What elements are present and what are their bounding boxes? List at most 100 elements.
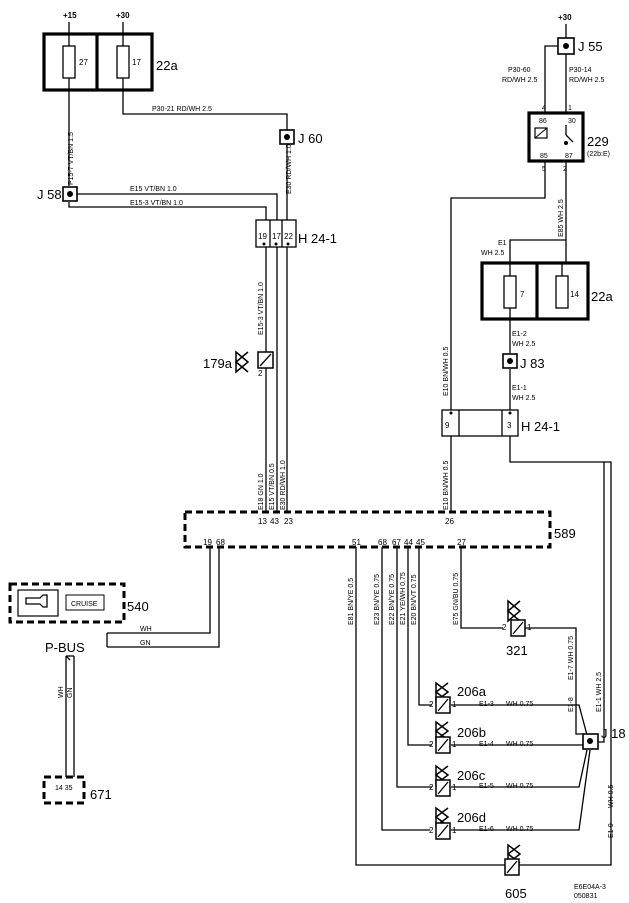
relay-229: 86 30 85 87 4 1 5 2 229 (22b:E)	[527, 105, 610, 173]
fuse-box-top-label: 22a	[156, 58, 178, 73]
svg-text:1: 1	[452, 826, 457, 835]
svg-text:E81 BN/YE 0.5: E81 BN/YE 0.5	[348, 578, 355, 625]
engine-icon	[25, 594, 48, 608]
power-plus30-right: +30	[558, 13, 572, 22]
svg-text:14: 14	[570, 290, 579, 299]
connector-h24-right: 9 3 H 24-1	[441, 409, 560, 437]
svg-text:17: 17	[272, 232, 281, 241]
svg-text:J 18: J 18	[601, 726, 626, 741]
svg-text:GN: GN	[140, 640, 151, 647]
svg-text:E23 BN/YE 0.75: E23 BN/YE 0.75	[374, 574, 381, 625]
svg-text:605: 605	[505, 886, 527, 901]
svg-text:2: 2	[429, 783, 434, 792]
svg-text:P30-14: P30-14	[569, 67, 592, 74]
svg-text:E85 WH 2.5: E85 WH 2.5	[558, 199, 565, 237]
svg-text:2: 2	[258, 369, 263, 378]
svg-text:44: 44	[404, 538, 413, 547]
svg-text:H 24-1: H 24-1	[298, 231, 337, 246]
valve-206d: 2 1 206d	[429, 806, 486, 840]
svg-text:5: 5	[542, 166, 546, 173]
svg-text:27: 27	[457, 538, 466, 547]
svg-text:67: 67	[392, 538, 401, 547]
svg-text:9: 9	[445, 421, 450, 430]
svg-text:WH 2.5: WH 2.5	[512, 341, 535, 348]
svg-text:85: 85	[540, 153, 548, 160]
svg-text:E1-1: E1-1	[512, 385, 527, 392]
footer-code-1: E6E04A-3	[574, 884, 606, 891]
svg-text:45: 45	[416, 538, 425, 547]
svg-text:WH 0.75: WH 0.75	[506, 701, 533, 708]
svg-text:P-BUS: P-BUS	[45, 640, 85, 655]
svg-text:E1-3: E1-3	[479, 701, 494, 708]
svg-text:RD/WH 2.5: RD/WH 2.5	[569, 77, 605, 84]
svg-text:1: 1	[452, 740, 457, 749]
svg-text:E30 RD/WH 1.0: E30 RD/WH 1.0	[280, 460, 287, 510]
svg-text:51: 51	[352, 538, 361, 547]
valve-179a: 2 179a	[203, 350, 274, 378]
svg-text:WH 2.5: WH 2.5	[481, 250, 504, 257]
svg-text:RD/WH 2.5: RD/WH 2.5	[502, 77, 538, 84]
svg-text:2: 2	[429, 826, 434, 835]
svg-text:86: 86	[539, 118, 547, 125]
svg-text:206b: 206b	[457, 725, 486, 740]
svg-text:E1-7 WH 0.75: E1-7 WH 0.75	[568, 636, 575, 680]
svg-text:22: 22	[284, 232, 293, 241]
control-module-589: 13 43 23 26 19 68 51 68 67 44 45 27 589	[183, 510, 576, 549]
footer-code-2: 050831	[574, 893, 597, 900]
svg-text:J 83: J 83	[520, 356, 545, 371]
svg-text:2: 2	[563, 166, 567, 173]
svg-text:E1-6: E1-6	[479, 826, 494, 833]
fuse-27-label: 27	[79, 58, 88, 67]
svg-text:1: 1	[452, 783, 457, 792]
svg-text:22a: 22a	[591, 289, 613, 304]
svg-text:1: 1	[452, 700, 457, 709]
svg-text:4: 4	[542, 105, 546, 112]
fuse-box-top: 27 17 22a	[42, 32, 178, 92]
valve-206b: 2 1 206b	[429, 720, 486, 754]
valve-206c: 2 1 206c	[429, 764, 486, 797]
svg-text:2: 2	[429, 740, 434, 749]
svg-text:206c: 206c	[457, 768, 486, 783]
p-bus: WH GN P-BUS	[45, 626, 152, 661]
svg-text:E1-4: E1-4	[479, 741, 494, 748]
svg-text:23: 23	[284, 517, 293, 526]
svg-text:WH 0.75: WH 0.75	[506, 826, 533, 833]
valve-321: 2 1 321	[502, 599, 532, 658]
svg-text:H 24-1: H 24-1	[521, 419, 560, 434]
svg-text:P15-7 VT/BN 1.5: P15-7 VT/BN 1.5	[68, 132, 75, 185]
svg-text:E75 GN/BU 0.75: E75 GN/BU 0.75	[453, 573, 460, 625]
svg-text:WH 0.75: WH 0.75	[506, 741, 533, 748]
svg-text:19: 19	[258, 232, 267, 241]
svg-text:206d: 206d	[457, 810, 486, 825]
svg-text:206a: 206a	[457, 684, 487, 699]
svg-text:26: 26	[445, 517, 454, 526]
svg-text:2: 2	[502, 623, 507, 632]
junction-j83: J 83	[502, 353, 545, 371]
svg-text:E1-8: E1-8	[568, 697, 575, 712]
junction-j58: J 58	[37, 186, 78, 202]
svg-text:E10 BN/WH 0.5: E10 BN/WH 0.5	[443, 346, 450, 396]
svg-text:671: 671	[90, 787, 112, 802]
power-plus30-top: +30	[116, 11, 130, 20]
svg-text:229: 229	[587, 134, 609, 149]
svg-text:14 35: 14 35	[55, 785, 73, 792]
valve-605: 605	[504, 843, 527, 901]
svg-text:E1-9: E1-9	[608, 823, 615, 838]
svg-text:13: 13	[258, 517, 267, 526]
svg-text:GN: GN	[67, 688, 74, 699]
cruise-control-540: CRUISE 540	[8, 582, 149, 624]
svg-text:E15 VT/BN 1.0: E15 VT/BN 1.0	[130, 186, 177, 193]
junction-j55: J 55	[557, 37, 603, 55]
svg-text:E15-3 VT/BN 1.0: E15-3 VT/BN 1.0	[258, 282, 265, 335]
svg-text:WH: WH	[140, 626, 152, 633]
svg-text:179a: 179a	[203, 356, 233, 371]
module-671: 14 35 671	[42, 775, 112, 805]
svg-text:3: 3	[507, 421, 512, 430]
svg-text:2: 2	[429, 700, 434, 709]
svg-text:540: 540	[127, 599, 149, 614]
svg-text:68: 68	[378, 538, 387, 547]
svg-text:E30 RD/WH 1.0: E30 RD/WH 1.0	[286, 144, 293, 194]
svg-text:E1-2: E1-2	[512, 331, 527, 338]
svg-text:WH 2.5: WH 2.5	[512, 395, 535, 402]
